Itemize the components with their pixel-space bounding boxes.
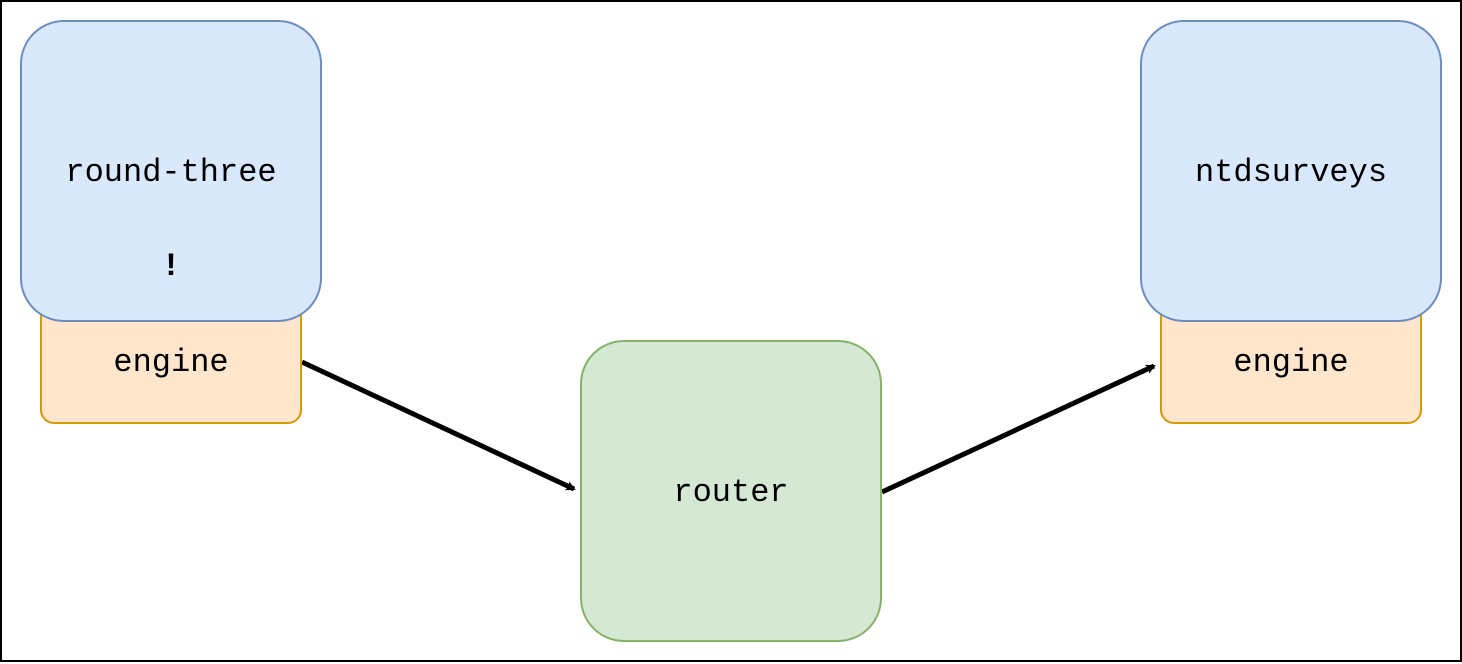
router-label: router	[673, 474, 789, 511]
round-three-service-node[interactable]: round-three !	[20, 20, 322, 322]
router-node[interactable]: router	[580, 340, 882, 642]
round-three-label: round-three	[65, 154, 277, 191]
right-engine-label: engine	[1233, 344, 1349, 381]
ntdsurveys-service-node[interactable]: ntdsurveys	[1140, 20, 1442, 322]
left-engine-label: engine	[113, 344, 229, 381]
edge-engine-to-router[interactable]	[300, 359, 576, 492]
ntdsurveys-label: ntdsurveys	[1194, 154, 1388, 191]
warning-marker: !	[161, 248, 181, 285]
edge-router-to-engine[interactable]	[880, 363, 1156, 495]
